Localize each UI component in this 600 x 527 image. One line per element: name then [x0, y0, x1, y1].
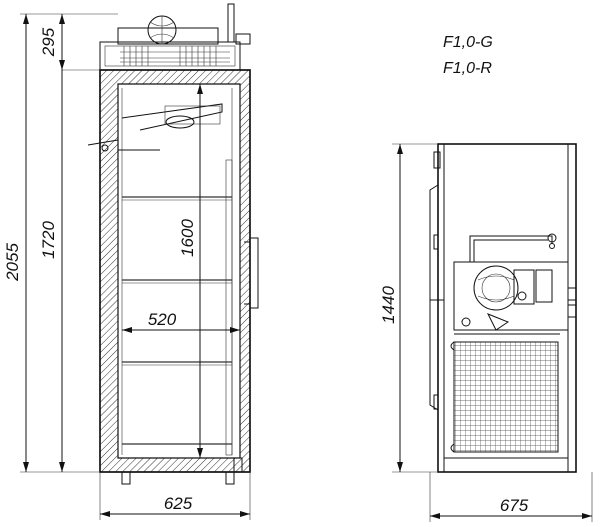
dim-height-top-unit: 295 [39, 27, 58, 57]
dim-side-depth: 675 [500, 496, 529, 515]
shelves [122, 196, 232, 445]
top-unit [99, 3, 251, 71]
dim-height-body: 1720 [39, 221, 58, 259]
compressor-icon [473, 265, 519, 311]
front-view [87, 3, 259, 485]
front-dimensions [20, 13, 251, 520]
condenser-grid [453, 341, 559, 453]
dim-height-inner: 1600 [178, 219, 197, 257]
side-dimensions [392, 143, 593, 522]
dim-width-total: 625 [164, 494, 193, 513]
model-label-g: F1,0-G [443, 34, 493, 51]
dim-width-inner: 520 [148, 310, 177, 329]
dim-height-total: 2055 [3, 243, 22, 282]
dim-side-height: 1440 [379, 286, 398, 324]
cabinet-outline [99, 69, 251, 473]
door-handle [249, 237, 259, 309]
cabinet-interior [117, 83, 241, 459]
model-label-r: F1,0-R [443, 60, 492, 77]
side-view [429, 143, 577, 473]
